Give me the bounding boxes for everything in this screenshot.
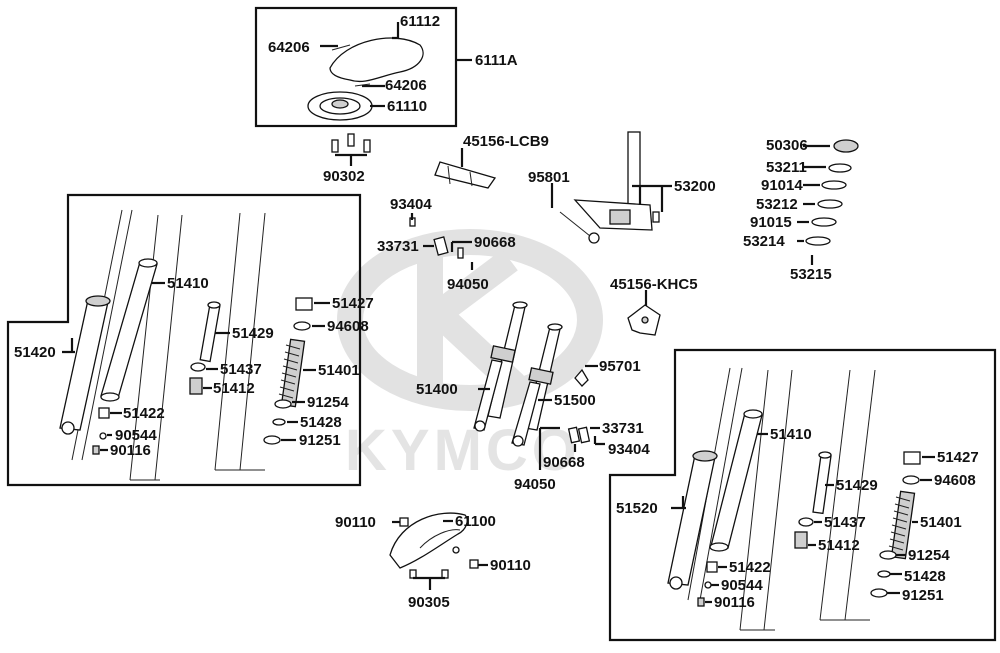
- left-fork-parts: [59, 209, 313, 481]
- label-51412-b: 51412: [818, 537, 860, 554]
- label-51427-b: 51427: [937, 449, 979, 466]
- label-95701: 95701: [599, 358, 641, 375]
- label-53215: 53215: [790, 266, 832, 283]
- bracket-90302: [331, 133, 371, 153]
- label-64206-a: 64206: [268, 39, 310, 56]
- label-95801: 95801: [528, 169, 570, 186]
- label-51428-a: 51428: [300, 414, 342, 431]
- label-90116-a: 90116: [110, 442, 151, 459]
- label-90668-b: 90668: [543, 454, 585, 471]
- label-90110-b: 90110: [490, 557, 531, 574]
- label-90544-a: 90544: [115, 427, 157, 444]
- label-91254-a: 91254: [307, 394, 349, 411]
- center-fork-legs: [473, 301, 591, 447]
- label-51401-b: 51401: [920, 514, 962, 531]
- label-6111A: 6111A: [475, 52, 518, 69]
- bearing-stack: [805, 139, 859, 265]
- label-94050-b: 94050: [514, 476, 556, 493]
- bracket-45156-LCB9: [434, 161, 497, 189]
- label-51410-b: 51410: [770, 426, 812, 443]
- label-51429-a: 51429: [232, 325, 274, 342]
- label-51429-b: 51429: [836, 477, 878, 494]
- label-90116-b: 90116: [714, 594, 755, 611]
- label-51520: 51520: [616, 500, 658, 517]
- label-33731-b: 33731: [602, 420, 644, 437]
- label-50306: 50306: [766, 137, 808, 154]
- label-53200: 53200: [674, 178, 716, 195]
- label-45156-LCB9: 45156-LCB9: [463, 133, 549, 150]
- windshield-group-box: [254, 6, 458, 128]
- right-fork-parts: [667, 367, 921, 631]
- label-53211: 53211: [766, 159, 807, 176]
- label-51412-a: 51412: [213, 380, 255, 397]
- label-94608-b: 94608: [934, 472, 976, 489]
- label-51500: 51500: [554, 392, 596, 409]
- label-51422-b: 51422: [729, 559, 771, 576]
- left-fork-box: [6, 193, 362, 487]
- label-91015: 91015: [750, 214, 792, 231]
- label-51437-b: 51437: [824, 514, 866, 531]
- label-91254-b: 91254: [908, 547, 950, 564]
- cover-6111A: [307, 37, 424, 121]
- label-45156-KHC5: 45156-KHC5: [610, 276, 698, 293]
- label-93404-b: 93404: [608, 441, 650, 458]
- label-90305: 90305: [408, 594, 450, 611]
- label-94050-a: 94050: [447, 276, 489, 293]
- label-51422-a: 51422: [123, 405, 165, 422]
- label-53212: 53212: [756, 196, 798, 213]
- label-51401-a: 51401: [318, 362, 360, 379]
- label-53214: 53214: [743, 233, 785, 250]
- label-61110: 61110: [387, 98, 427, 115]
- label-91251-b: 91251: [902, 587, 944, 604]
- label-94608-a: 94608: [327, 318, 369, 335]
- label-90544-b: 90544: [721, 577, 763, 594]
- label-61100: 61100: [455, 513, 496, 530]
- watermark-text: KYMCO: [345, 418, 581, 483]
- label-51427-a: 51427: [332, 295, 374, 312]
- label-51420: 51420: [14, 344, 56, 361]
- label-61112: 61112: [400, 13, 440, 30]
- label-91014: 91014: [761, 177, 803, 194]
- steering-stem-53200: [559, 131, 660, 244]
- bracket-45156-KHC5: [627, 304, 661, 336]
- label-90302: 90302: [323, 168, 365, 185]
- label-51437-a: 51437: [220, 361, 262, 378]
- label-93404-a: 93404: [390, 196, 432, 213]
- label-91251-a: 91251: [299, 432, 341, 449]
- label-51410-a: 51410: [167, 275, 209, 292]
- label-90110-a: 90110: [335, 514, 376, 531]
- label-51400: 51400: [416, 381, 458, 398]
- label-51428-b: 51428: [904, 568, 946, 585]
- label-64206-b: 64206: [385, 77, 427, 94]
- clip-33731-a: [409, 217, 464, 259]
- label-90668-a: 90668: [474, 234, 516, 251]
- front-fender-61100: [389, 512, 479, 579]
- label-33731-a: 33731: [377, 238, 419, 255]
- right-fork-box: [608, 348, 997, 642]
